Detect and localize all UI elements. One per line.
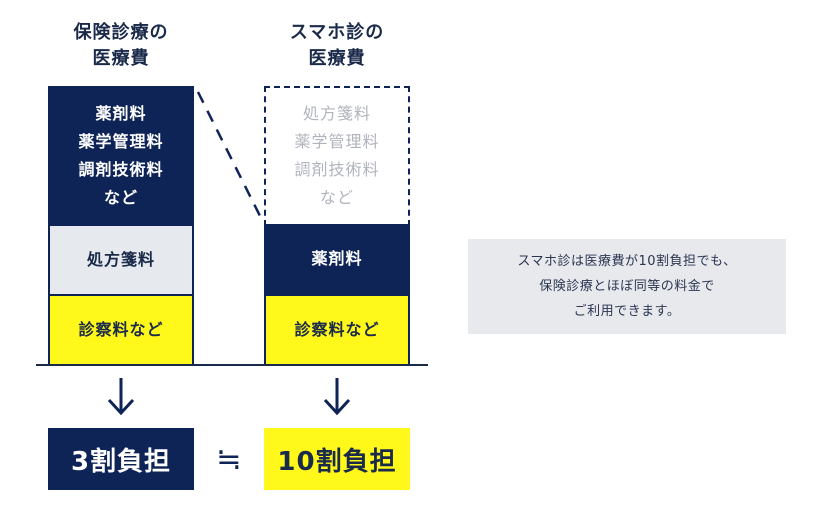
note-line-3: ご利用できます。 (573, 304, 681, 319)
left-middle-block: 処方箋料 (48, 226, 194, 294)
left-result-label: 3割負担 (70, 446, 172, 477)
left-top-line-3: 調剤技術料 (78, 160, 164, 179)
right-title-line-2: 医療費 (308, 48, 366, 69)
left-top-line-4: など (103, 188, 138, 207)
dashed-diagonal-connector (196, 91, 264, 221)
down-arrow-icon (323, 378, 351, 416)
approx-equal-text: ≒ (216, 441, 242, 477)
right-column-title: スマホ診の 医療費 (264, 20, 410, 72)
down-arrow-icon (107, 378, 135, 416)
approx-equal-symbol: ≒ (208, 436, 250, 482)
right-middle-block: 薬剤料 (264, 224, 410, 294)
note-line-1: スマホ診は医療費が10割負担でも、 (517, 254, 737, 269)
left-top-line-1: 薬剤料 (95, 104, 147, 123)
left-title-line-1: 保険診療の (73, 22, 169, 43)
left-bottom-block: 診察料など (48, 294, 194, 364)
left-middle-label: 処方箋料 (86, 250, 155, 269)
baseline (36, 364, 428, 366)
right-top-dashed-block: 処方箋料 薬学管理料 調剤技術料 など (264, 86, 410, 226)
note-line-2: 保険診療とほぼ同等の料金で (539, 279, 715, 294)
right-bottom-block: 診察料など (264, 294, 410, 364)
right-top-line-2: 薬学管理料 (294, 132, 380, 151)
left-top-block: 薬剤料 薬学管理料 調剤技術料 など (48, 86, 194, 226)
right-top-line-1: 処方箋料 (302, 104, 371, 123)
left-result-box: 3割負担 (48, 428, 194, 490)
right-result-label: 10割負担 (277, 446, 397, 477)
right-title-line-1: スマホ診の (289, 22, 385, 43)
left-column-title: 保険診療の 医療費 (48, 20, 194, 72)
left-top-line-2: 薬学管理料 (78, 132, 164, 151)
right-middle-label: 薬剤料 (311, 249, 363, 268)
left-title-line-2: 医療費 (92, 48, 150, 69)
note-box: スマホ診は医療費が10割負担でも、 保険診療とほぼ同等の料金で ご利用できます。 (468, 239, 786, 334)
right-result-box: 10割負担 (264, 428, 410, 490)
right-top-line-4: など (319, 188, 354, 207)
left-bottom-label: 診察料など (78, 320, 164, 339)
right-bottom-label: 診察料など (294, 320, 380, 339)
right-top-line-3: 調剤技術料 (294, 160, 380, 179)
